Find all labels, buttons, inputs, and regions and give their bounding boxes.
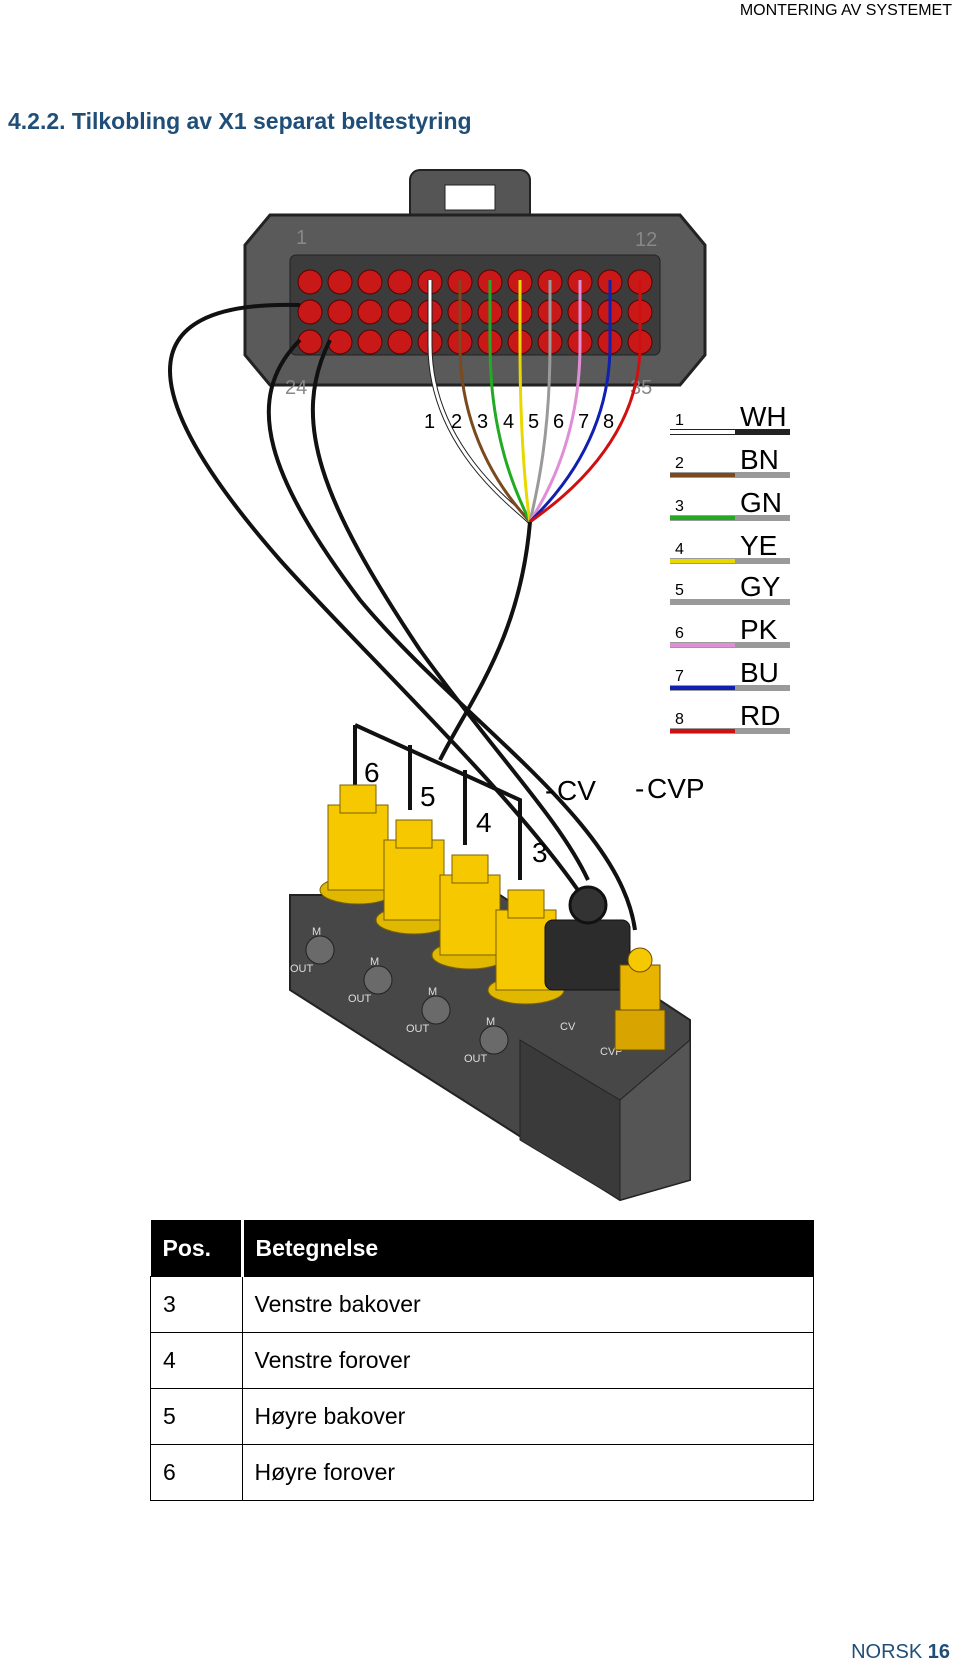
page-number: 16 xyxy=(927,1641,950,1663)
pin-label-1: 1 xyxy=(296,227,307,249)
wire-num-8: 8 xyxy=(603,411,614,433)
legend-row-1: 1 WH xyxy=(670,401,790,435)
position-table: Pos. Betegnelse 3 Venstre bakover 4 Vens… xyxy=(150,1220,814,1501)
legend-num-3: 3 xyxy=(675,498,684,515)
running-header: MONTERING AV SYSTEMET xyxy=(739,2,952,19)
legend-num-1: 1 xyxy=(675,412,684,429)
legend-num-8: 8 xyxy=(675,711,684,728)
table-header-desc: Betegnelse xyxy=(240,1220,814,1277)
valve-label-cvp-prefix: - xyxy=(635,773,644,804)
table-cell-desc: Høyre bakover xyxy=(241,1388,814,1445)
table-cell-desc: Venstre forover xyxy=(241,1332,814,1389)
wire-color-legend: 1 WH 2 BN 3 GN 4 YE 5 GY 6 PK xyxy=(670,401,790,734)
block-mark-m2: M xyxy=(370,956,379,968)
connector-pin xyxy=(357,269,383,295)
section-title: 4.2.2. Tilkobling av X1 separat beltesty… xyxy=(8,108,472,134)
wire-num-1: 1 xyxy=(424,411,435,433)
cv-solenoid xyxy=(544,919,631,991)
table-header-row: Pos. Betegnelse xyxy=(150,1220,814,1277)
table-row: 4 Venstre forover xyxy=(150,1332,814,1389)
table-cell-pos: 6 xyxy=(150,1444,243,1501)
wire-num-3: 3 xyxy=(477,411,488,433)
legend-num-5: 5 xyxy=(675,582,684,599)
block-mark-m1: M xyxy=(312,926,321,938)
block-mark-out1: OUT xyxy=(290,963,314,975)
legend-row-7: 7 BU xyxy=(670,657,790,691)
wire-num-5: 5 xyxy=(528,411,539,433)
legend-code-1: WH xyxy=(740,401,787,432)
wire-number-labels: 1 2 3 4 5 6 7 8 xyxy=(424,411,614,433)
connector-pin xyxy=(387,329,413,355)
legend-row-4: 4 YE xyxy=(670,530,790,564)
valve-labels: 6 5 4 3 - CV - CVP xyxy=(364,757,705,868)
connector-pin xyxy=(297,329,323,355)
table-cell-pos: 4 xyxy=(150,1332,243,1389)
legend-code-5: GY xyxy=(740,571,781,602)
block-mark-out4: OUT xyxy=(464,1053,488,1065)
valve-label-3: 3 xyxy=(532,837,548,868)
legend-num-7: 7 xyxy=(675,668,684,685)
legend-row-8: 8 RD xyxy=(670,700,790,734)
connector-pin xyxy=(297,269,323,295)
connector-pin xyxy=(357,329,383,355)
table-row: 6 Høyre forover xyxy=(150,1444,814,1501)
table-row: 5 Høyre bakover xyxy=(150,1388,814,1445)
wire-num-7: 7 xyxy=(578,411,589,433)
table-cell-pos: 3 xyxy=(150,1276,243,1333)
table-cell-pos: 5 xyxy=(150,1388,243,1445)
colored-wires xyxy=(427,280,642,524)
table-cell-desc: Høyre forover xyxy=(241,1444,814,1501)
connector-x1: 1 12 24 35 xyxy=(243,169,707,399)
connector-pin xyxy=(327,269,353,295)
black-wires xyxy=(168,302,637,931)
wiring-diagram: 1 12 24 35 1 2 3 4 5 6 7 8 xyxy=(168,169,790,1202)
table-header-pos: Pos. xyxy=(150,1220,242,1277)
valve-label-cvp: CVP xyxy=(647,773,705,804)
connector-pin xyxy=(387,299,413,325)
valve-label-cv: CV xyxy=(557,775,596,806)
connector-pin xyxy=(297,299,323,325)
valve-label-6: 6 xyxy=(364,757,380,788)
footer-language: NORSK xyxy=(851,1641,923,1663)
connector-pin xyxy=(327,329,353,355)
legend-row-5: 5 GY xyxy=(670,571,790,605)
wire-num-4: 4 xyxy=(503,411,514,433)
pin-label-12: 12 xyxy=(635,229,657,251)
legend-code-2: BN xyxy=(740,444,779,475)
valve-label-5: 5 xyxy=(420,781,436,812)
page-footer: NORSK 16 xyxy=(851,1641,950,1664)
valve-block: M M M M OUT OUT OUT OUT CV CVP xyxy=(289,784,691,1202)
legend-code-6: PK xyxy=(740,614,778,645)
connector-pin xyxy=(387,269,413,295)
legend-code-7: BU xyxy=(740,657,779,688)
legend-row-6: 6 PK xyxy=(670,614,790,648)
connector-pin xyxy=(327,299,353,325)
wire-num-6: 6 xyxy=(553,411,564,433)
wire-num-2: 2 xyxy=(451,411,462,433)
connector-pin xyxy=(357,299,383,325)
block-mark-m3: M xyxy=(428,986,437,998)
block-markings: M M M M OUT OUT OUT OUT CV CVP xyxy=(290,926,623,1065)
block-mark-m4: M xyxy=(486,1016,495,1028)
legend-row-2: 2 BN xyxy=(670,444,790,478)
legend-num-4: 4 xyxy=(675,541,684,558)
block-mark-cv: CV xyxy=(560,1021,576,1033)
table-cell-desc: Venstre bakover xyxy=(241,1276,814,1333)
pin-label-24: 24 xyxy=(285,377,307,399)
legend-code-3: GN xyxy=(740,487,782,518)
legend-code-4: YE xyxy=(740,530,777,561)
legend-num-2: 2 xyxy=(675,455,684,472)
valve-label-cv-prefix: - xyxy=(545,775,554,806)
valve-label-4: 4 xyxy=(476,807,492,838)
legend-num-6: 6 xyxy=(675,625,684,642)
table-row: 3 Venstre bakover xyxy=(150,1276,814,1333)
legend-row-3: 3 GN xyxy=(670,487,790,521)
block-mark-out2: OUT xyxy=(348,993,372,1005)
block-mark-out3: OUT xyxy=(406,1023,430,1035)
cvp-sensor xyxy=(614,947,666,1051)
legend-code-8: RD xyxy=(740,700,780,731)
